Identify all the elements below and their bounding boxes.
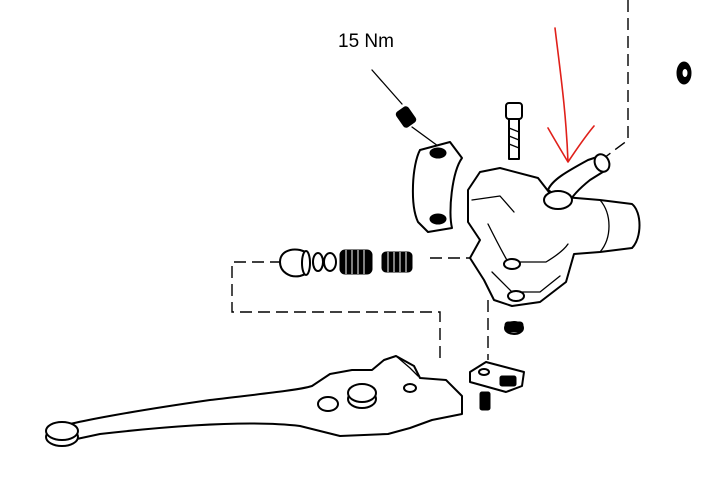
mounting-bolt: [505, 102, 523, 160]
piston-assembly: [279, 248, 413, 278]
nut: [504, 321, 524, 335]
torque-leader-line: [371, 69, 403, 105]
hose-connector: [543, 153, 611, 210]
handlebar-clamp: [411, 141, 463, 233]
grub-screw: [395, 106, 439, 147]
brake-lever: [45, 355, 463, 447]
red-marker-arrow: [547, 27, 595, 163]
adjuster-block: [469, 361, 525, 393]
master-cylinder-body: [467, 167, 641, 307]
assembly-guide-lines: [231, 0, 629, 362]
torque-label: 15 Nm: [338, 31, 394, 52]
washer: [676, 61, 692, 85]
adjuster-screw: [479, 391, 491, 411]
